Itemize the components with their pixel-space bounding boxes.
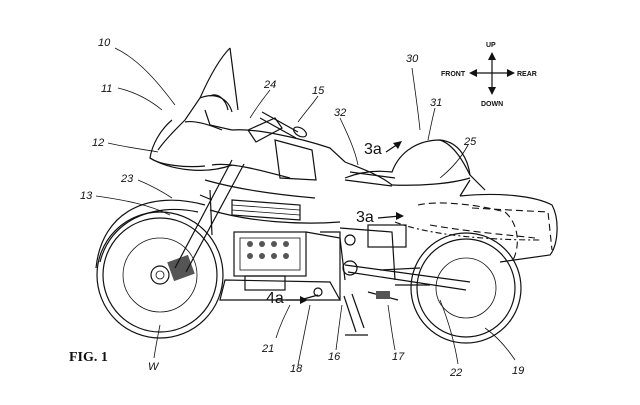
ref-3a-top: 3a (364, 141, 382, 158)
handlebar-and-forks (174, 111, 307, 273)
ref-17: 17 (392, 351, 405, 363)
compass-front-label: FRONT (441, 71, 466, 78)
ref-30: 30 (406, 53, 419, 65)
ref-w: W (148, 361, 160, 373)
body-panels (204, 129, 393, 236)
ref-21: 21 (261, 343, 274, 355)
ref-23: 23 (120, 173, 134, 185)
seat (344, 139, 486, 191)
engine-block (219, 231, 346, 301)
ref-4a: 4a (266, 290, 284, 307)
ref-31: 31 (430, 97, 442, 109)
rear-wheel (410, 232, 522, 344)
ref-25: 25 (463, 136, 477, 148)
ref-3a-mid: 3a (356, 209, 374, 226)
compass-down-label: DOWN (481, 101, 503, 108)
frame-and-swingarm (320, 224, 471, 300)
compass-rear-label: REAR (517, 71, 537, 78)
ref-24: 24 (263, 79, 276, 91)
stands (299, 287, 399, 336)
direction-compass: UP DOWN FRONT REAR (441, 42, 537, 108)
ref-12: 12 (92, 137, 104, 149)
section-arrows (286, 141, 404, 304)
ref-10: 10 (98, 37, 111, 49)
ref-15: 15 (312, 85, 325, 97)
figure-caption: FIG. 1 (69, 350, 108, 365)
ref-19: 19 (512, 365, 524, 377)
fairing (149, 47, 239, 171)
compass-up-label: UP (486, 42, 496, 49)
front-wheel (95, 199, 224, 339)
saddlebag (394, 179, 558, 263)
ref-18: 18 (290, 363, 303, 375)
ref-22: 22 (449, 367, 462, 379)
leader-lines (95, 47, 516, 366)
ref-11: 11 (101, 83, 112, 95)
ref-13: 13 (80, 190, 93, 202)
ref-16: 16 (328, 351, 341, 363)
ref-32: 32 (334, 107, 346, 119)
